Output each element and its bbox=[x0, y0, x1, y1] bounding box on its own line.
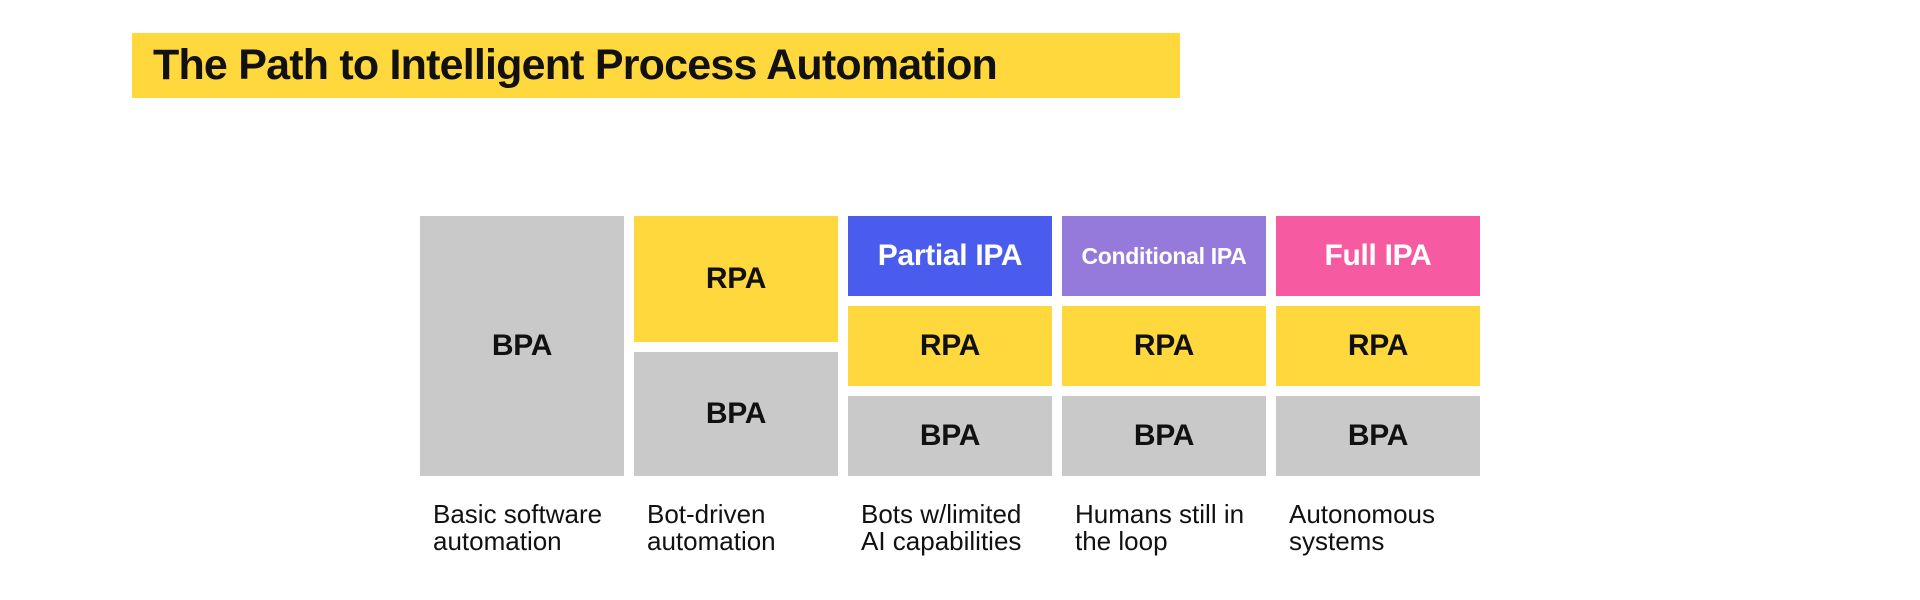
box-partial-ipa: Partial IPA bbox=[848, 216, 1052, 296]
column-full-ipa: Full IPA RPA BPA Autonomous systems bbox=[1276, 0, 1480, 600]
box-label: Partial IPA bbox=[877, 239, 1023, 272]
box-full-ipa: Full IPA bbox=[1276, 216, 1480, 296]
box-label: BPA bbox=[1133, 419, 1195, 452]
box-conditional-ipa: Conditional IPA bbox=[1062, 216, 1266, 296]
box-rpa: RPA bbox=[1276, 306, 1480, 386]
stage-caption: Bot-driven automation bbox=[647, 499, 776, 556]
box-rpa: RPA bbox=[848, 306, 1052, 386]
box-label: RPA bbox=[1133, 329, 1195, 362]
box-label: BPA bbox=[705, 397, 767, 430]
box-rpa: RPA bbox=[1062, 306, 1266, 386]
stage-caption: Humans still in the loop bbox=[1075, 499, 1245, 556]
stage-caption: Basic software automation bbox=[433, 499, 603, 556]
stage-caption: Bots w/limited AI capabilities bbox=[861, 499, 1022, 556]
column-basic-automation: BPA Basic software automation bbox=[420, 0, 624, 600]
box-bpa: BPA bbox=[1062, 396, 1266, 476]
column-partial-ipa: Partial IPA RPA BPA Bots w/limited AI ca… bbox=[848, 0, 1052, 600]
box-label: BPA bbox=[1347, 419, 1409, 452]
box-rpa: RPA bbox=[634, 216, 838, 342]
box-label: BPA bbox=[491, 329, 553, 362]
box-bpa: BPA bbox=[1276, 396, 1480, 476]
box-bpa: BPA bbox=[848, 396, 1052, 476]
box-bpa: BPA bbox=[420, 216, 624, 476]
box-label: RPA bbox=[705, 262, 767, 295]
column-bot-driven: RPA BPA Bot-driven automation bbox=[634, 0, 838, 600]
box-label: Full IPA bbox=[1324, 239, 1432, 272]
title-highlight-bar: The Path to Intelligent Process Automati… bbox=[132, 33, 1180, 98]
stage-caption: Autonomous systems bbox=[1289, 499, 1435, 556]
box-label: Conditional IPA bbox=[1081, 242, 1247, 269]
box-label: RPA bbox=[1347, 329, 1409, 362]
column-conditional-ipa: Conditional IPA RPA BPA Humans still in … bbox=[1062, 0, 1266, 600]
box-label: RPA bbox=[919, 329, 981, 362]
page-title: The Path to Intelligent Process Automati… bbox=[153, 41, 998, 89]
box-bpa: BPA bbox=[634, 352, 838, 476]
box-label: BPA bbox=[919, 419, 981, 452]
